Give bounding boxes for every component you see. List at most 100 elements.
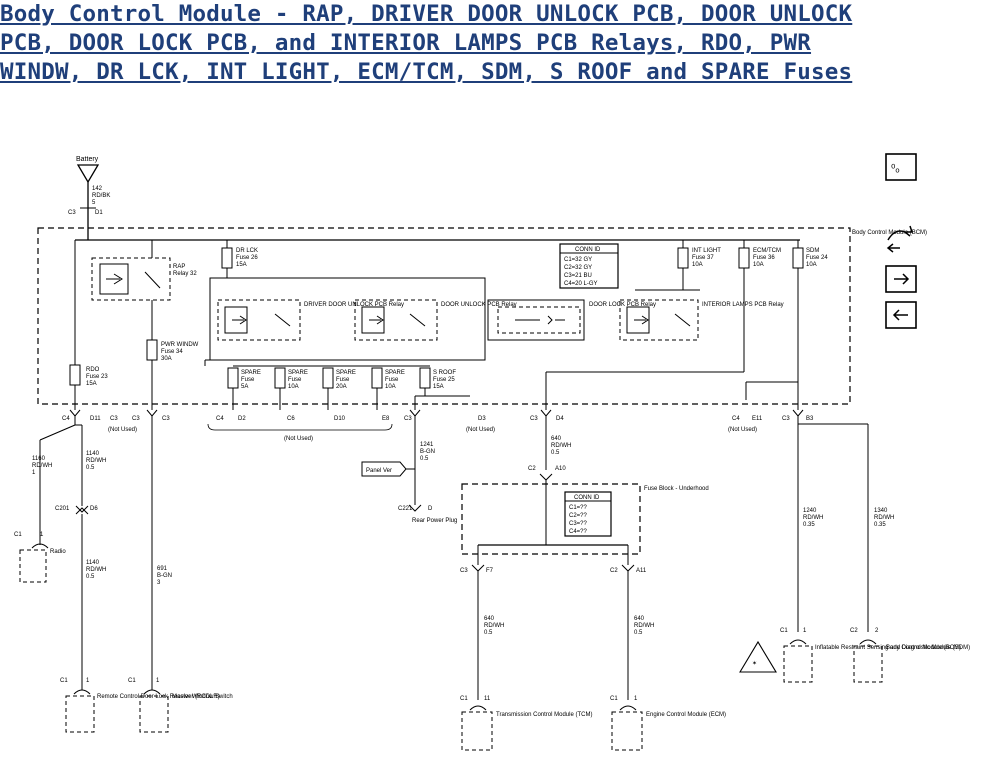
svg-text:Transmission Control Module (T: Transmission Control Module (TCM) <box>496 712 592 718</box>
svg-text:D4: D4 <box>556 416 564 422</box>
svg-text:DR LCK: DR LCK <box>236 248 258 254</box>
svg-text:C1: C1 <box>780 628 788 634</box>
svg-text:Fuse: Fuse <box>336 377 350 383</box>
svg-text:RD/WH: RD/WH <box>86 567 106 573</box>
svg-text:1240: 1240 <box>803 508 817 514</box>
door-lock-relay: DOOR LOCK PCB Relay <box>487 299 656 341</box>
bcm-conn-id-table: CONN ID C1=32 GY C2=32 GY C3=21 BU C4=20… <box>559 243 619 289</box>
svg-text:1160: 1160 <box>32 456 46 462</box>
svg-text:0.5: 0.5 <box>420 456 429 462</box>
home-icon[interactable]: ⁰ₒ <box>885 153 917 181</box>
svg-text:1: 1 <box>32 470 36 476</box>
prev-arrow-icon[interactable] <box>885 301 917 329</box>
radio-component: C1 1 Radio <box>14 532 66 583</box>
door-unlock-relay: DOOR UNLOCK PCB Relay <box>354 299 517 341</box>
svg-text:C4=??: C4=?? <box>569 529 588 535</box>
svg-text:640: 640 <box>634 616 645 622</box>
svg-text:D2: D2 <box>238 416 246 422</box>
svg-text:0.35: 0.35 <box>874 522 886 528</box>
next-arrow-icon[interactable] <box>885 265 917 293</box>
svg-text:20A: 20A <box>336 384 347 390</box>
svg-text:(Not Used): (Not Used) <box>284 436 313 442</box>
rap-relay-num: Relay 32 <box>173 271 197 277</box>
svg-text:D: D <box>428 506 433 512</box>
rap-name: RAP <box>173 264 185 270</box>
svg-text:Fuse Block - Underhood: Fuse Block - Underhood <box>644 486 709 492</box>
loop-arrow-icon[interactable] <box>886 225 914 253</box>
svg-text:30A: 30A <box>161 356 172 362</box>
ecm-circuit: C2 A11 640 RD/WH 0.5 <box>610 564 654 700</box>
svg-text:C3: C3 <box>132 416 140 422</box>
svg-text:0.5: 0.5 <box>86 574 95 580</box>
diagram-title: Body Control Module - RAP, DRIVER DOOR U… <box>0 0 1000 87</box>
svg-text:Remote Control Door Lock Recei: Remote Control Door Lock Receiver (RCDLR… <box>97 694 220 700</box>
svg-text:15A: 15A <box>86 381 97 387</box>
s-roof-fuse: S ROOF Fuse 25 15A <box>414 367 470 410</box>
svg-text:RD/WH: RD/WH <box>86 458 106 464</box>
svg-text:C2=32 GY: C2=32 GY <box>564 265 592 271</box>
svg-text:Fuse 37: Fuse 37 <box>692 255 714 261</box>
dr-lck-fuse: DR LCK Fuse 26 15A <box>210 240 485 279</box>
svg-text:C3: C3 <box>530 416 538 422</box>
svg-text:SPARE: SPARE <box>288 370 308 376</box>
svg-text:1241: 1241 <box>420 442 434 448</box>
svg-text:C3: C3 <box>162 416 170 422</box>
svg-text:F7: F7 <box>486 568 494 574</box>
svg-text:SPARE: SPARE <box>336 370 356 376</box>
svg-text:10A: 10A <box>288 384 299 390</box>
svg-text:Master Window Switch: Master Window Switch <box>172 694 233 700</box>
svg-text:DOOR UNLOCK PCB Relay: DOOR UNLOCK PCB Relay <box>441 302 517 308</box>
svg-text:C3: C3 <box>782 416 790 422</box>
title-line-3: WINDW, DR LCK, INT LIGHT, ECM/TCM, SDM, … <box>0 59 853 85</box>
svg-text:SDM: SDM <box>806 248 819 254</box>
svg-text:0.35: 0.35 <box>803 522 815 528</box>
svg-text:CONN ID: CONN ID <box>574 495 600 501</box>
svg-text:(Not Used): (Not Used) <box>108 427 137 433</box>
svg-text:C3=21 BU: C3=21 BU <box>564 273 592 279</box>
svg-text:C1: C1 <box>610 696 618 702</box>
sdm-bcm-circuits: 1240 RD/WH 0.35 1340 RD/WH 0.35 <box>797 416 894 632</box>
svg-text:C2: C2 <box>528 466 536 472</box>
svg-text:2: 2 <box>875 628 879 634</box>
svg-text:E8: E8 <box>382 416 390 422</box>
svg-text:1340: 1340 <box>874 508 888 514</box>
bcm-connector-pins: C4 D11 C3 C3 C3 C4 D2 C6 D10 E8 C3 D3 C3… <box>62 409 814 422</box>
bcm-enclosure <box>37 227 851 405</box>
svg-text:C3: C3 <box>460 568 468 574</box>
svg-text:Rear Power Plug: Rear Power Plug <box>412 518 457 524</box>
svg-text:B3: B3 <box>806 416 814 422</box>
svg-text:0.5: 0.5 <box>86 465 95 471</box>
radio-circuit: 1160 RD/WH 1 1140 RD/WH 0.5 <box>32 416 106 545</box>
svg-text:C1=??: C1=?? <box>569 505 588 511</box>
panel-ver-tag: Panel Ver <box>366 468 392 474</box>
svg-text:Fuse 34: Fuse 34 <box>161 349 183 355</box>
battery-symbol: Battery 142 RD/BK 5 C3 D1 <box>68 156 110 240</box>
svg-text:C1: C1 <box>128 678 136 684</box>
sdm-component: C1 1 Inflatable Restraint Sensing and Di… <box>739 628 970 683</box>
bcm-label: Body Control Module (BCM) <box>852 230 927 236</box>
svg-text:DOOR LOCK PCB Relay: DOOR LOCK PCB Relay <box>589 302 656 308</box>
svg-text:DRIVER DOOR UNLOCK PCB Relay: DRIVER DOOR UNLOCK PCB Relay <box>304 302 404 308</box>
battery-pin-b: D1 <box>95 210 103 216</box>
svg-text:1: 1 <box>634 696 638 702</box>
svg-text:C1: C1 <box>14 532 22 538</box>
ecm-component: C1 1 Engine Control Module (ECM) <box>610 696 726 751</box>
svg-text:B-GN: B-GN <box>157 573 172 579</box>
svg-text:C3: C3 <box>110 416 118 422</box>
svg-text:RDO: RDO <box>86 367 100 373</box>
svg-text:RD/WH: RD/WH <box>874 515 894 521</box>
svg-text:B-GN: B-GN <box>420 449 435 455</box>
svg-text:Fuse 26: Fuse 26 <box>236 255 258 261</box>
svg-text:Fuse 23: Fuse 23 <box>86 374 108 380</box>
svg-text:C4: C4 <box>62 416 70 422</box>
battery-wire-color: RD/BK <box>92 193 110 199</box>
title-line-1: Body Control Module - RAP, DRIVER DOOR U… <box>0 1 853 27</box>
svg-text:Fuse 36: Fuse 36 <box>753 255 775 261</box>
svg-text:RD/WH: RD/WH <box>32 463 52 469</box>
aux-power-circuit: 1241 B-GN 0.5 Panel Ver C221 D Rear Powe… <box>361 416 457 524</box>
svg-text:Fuse: Fuse <box>241 377 255 383</box>
battery-label: Battery <box>76 156 99 163</box>
svg-text:1: 1 <box>40 532 44 538</box>
sdm-fuse: SDM Fuse 24 10A <box>745 240 828 410</box>
svg-text:691: 691 <box>157 566 168 572</box>
